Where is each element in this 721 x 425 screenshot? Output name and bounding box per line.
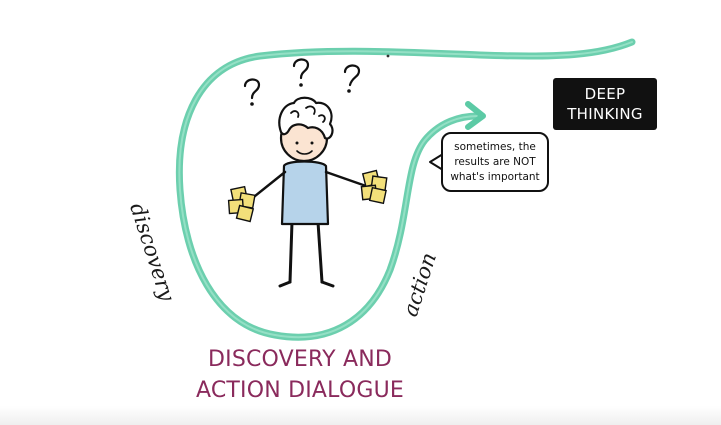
sticky-note-icon — [227, 185, 256, 223]
flow-path-highlight — [178, 41, 633, 339]
bottom-shadow — [0, 406, 721, 425]
deep-thinking-line-2: THINKING — [567, 105, 643, 123]
speech-bubble-line-1: sometimes, the — [454, 140, 536, 153]
speech-bubble-pointer — [429, 153, 444, 171]
speech-bubble-line-3: what's important — [450, 170, 540, 183]
question-mark-icon — [292, 58, 310, 87]
deep-thinking-box: DEEP THINKING — [553, 78, 657, 130]
person-hair — [278, 96, 334, 140]
person-figure — [248, 96, 368, 288]
stray-dot — [386, 54, 390, 58]
question-mark-icon — [243, 78, 261, 106]
deep-thinking-line-1: DEEP — [584, 85, 626, 103]
arrow-right-icon — [465, 101, 486, 130]
diagram-title: DISCOVERY AND ACTION DIALOGUE — [180, 344, 420, 406]
speech-bubble-line-2: results are NOT — [454, 155, 536, 168]
person-legs — [288, 220, 324, 284]
diagram-title-line-1: DISCOVERY AND — [208, 347, 392, 372]
sticky-note-icon — [360, 169, 388, 205]
person-feet — [278, 280, 335, 288]
question-mark-icon — [343, 64, 361, 93]
diagram-title-line-2: ACTION DIALOGUE — [195, 378, 405, 403]
person-shirt — [280, 160, 330, 226]
person-arms — [248, 170, 368, 202]
speech-bubble: sometimes, the results are NOT what's im… — [441, 132, 549, 192]
